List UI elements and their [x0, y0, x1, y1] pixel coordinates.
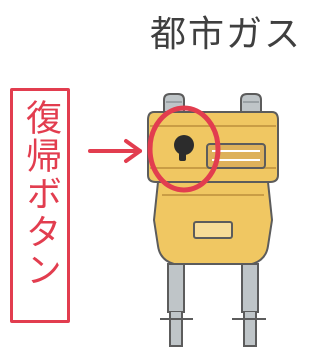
button-label: 復帰ボタン	[20, 99, 61, 289]
button-label-box: 復帰ボタン	[10, 88, 70, 323]
page-title: 都市ガス	[150, 14, 303, 55]
gas-meter-icon	[147, 93, 279, 347]
arrow-right-icon	[88, 139, 142, 163]
highlight-circle-icon	[147, 105, 221, 193]
reset-button-icon	[174, 135, 194, 161]
